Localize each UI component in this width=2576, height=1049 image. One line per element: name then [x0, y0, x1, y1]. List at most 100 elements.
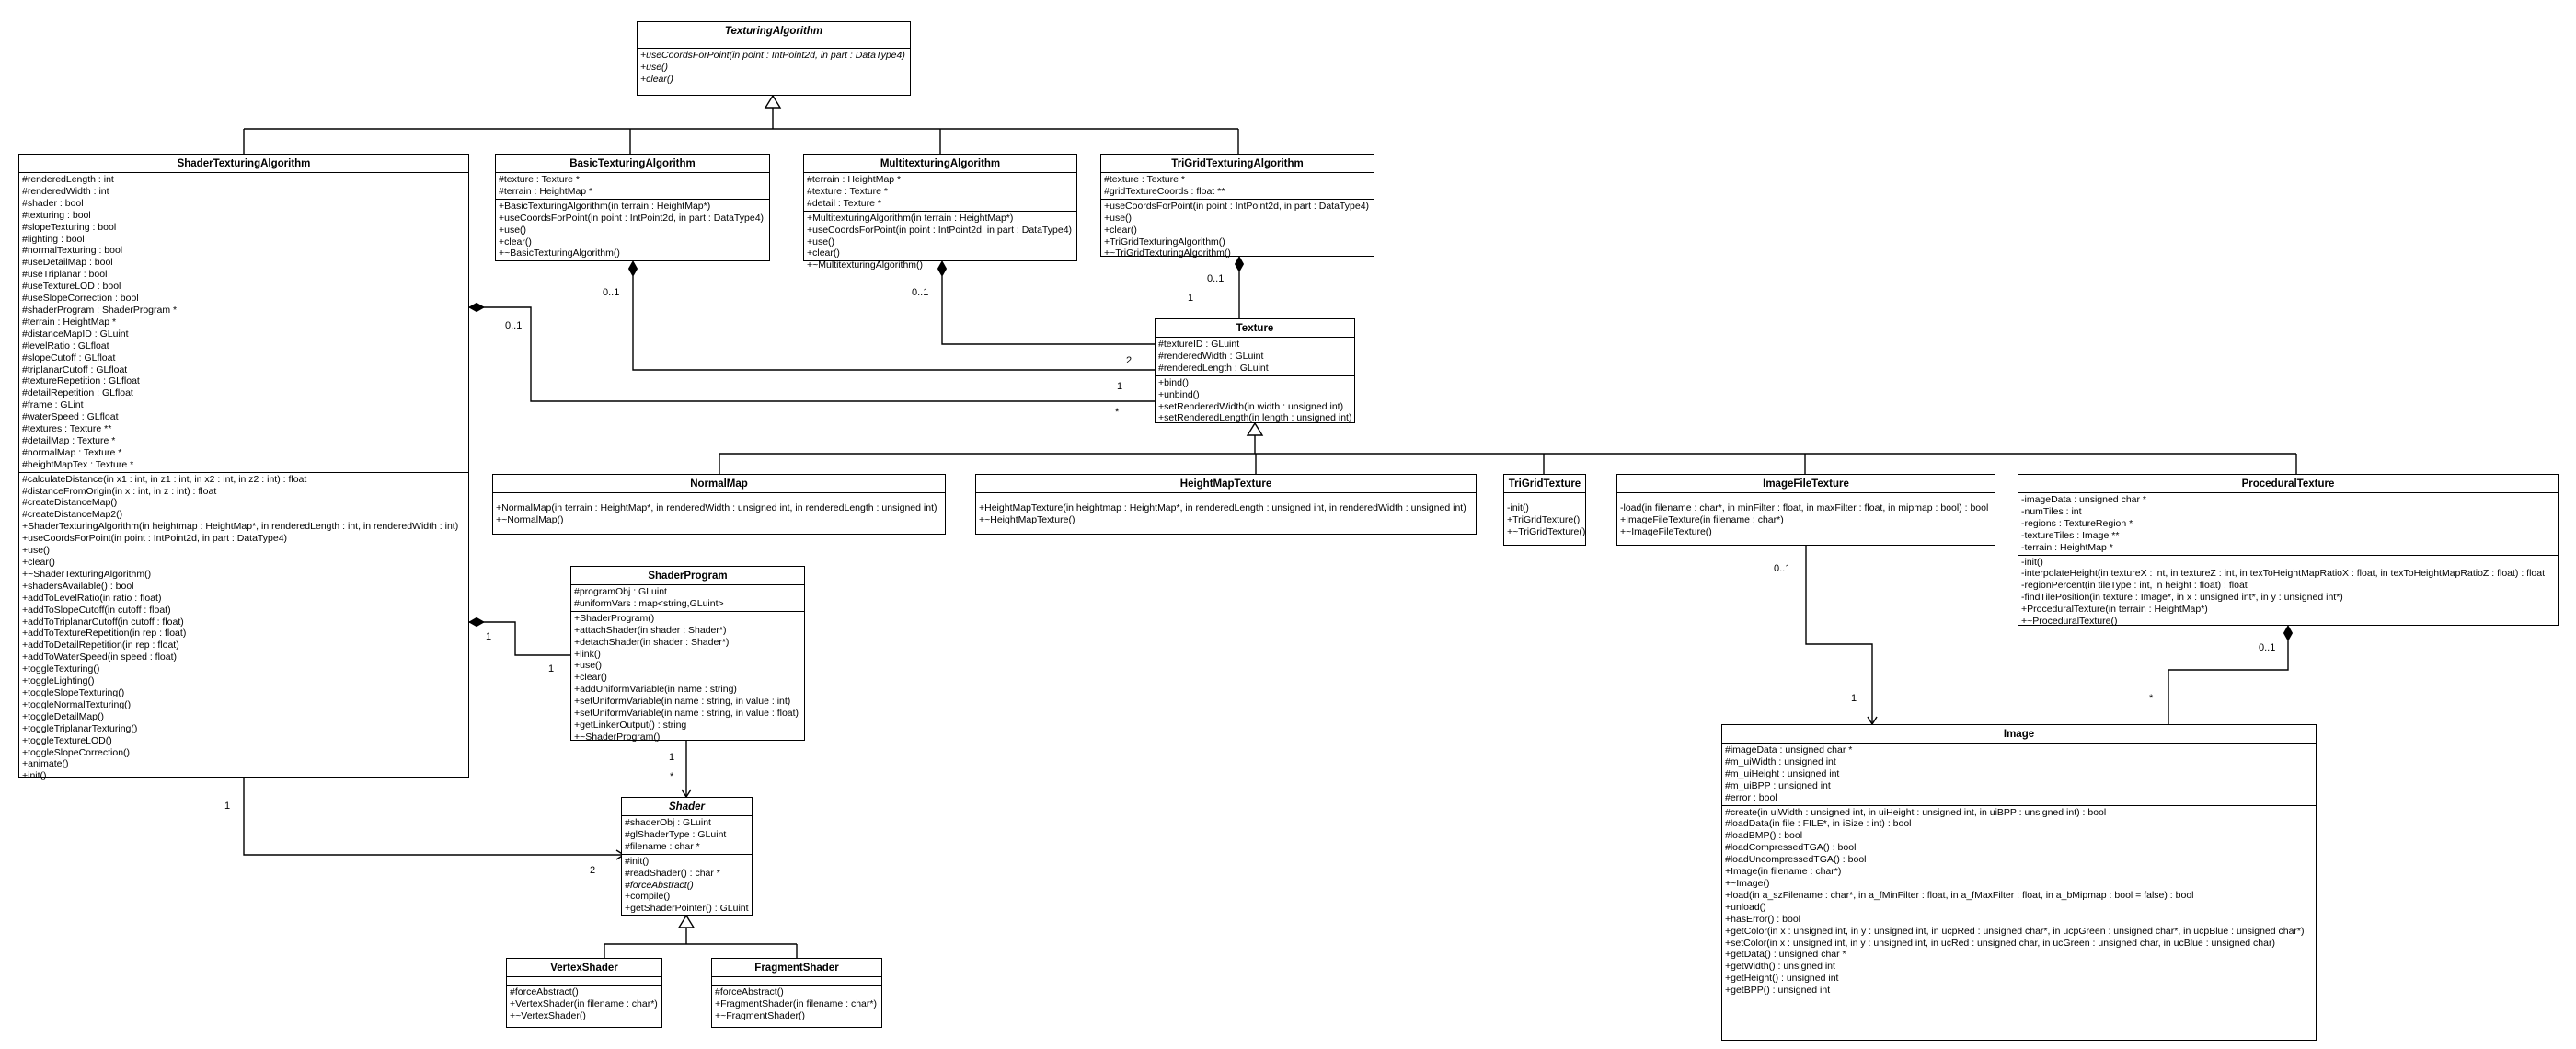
- operation: +use(): [499, 224, 527, 236]
- attribute: #waterSpeed : GLfloat: [22, 411, 119, 423]
- multiplicity-imagefiletexture-image: 0..1: [1774, 563, 1791, 574]
- class-shader-texturing-algorithm: ShaderTexturingAlgorithm#renderedLength …: [18, 154, 469, 781]
- operation: #forceAbstract(): [510, 986, 579, 997]
- operation: #loadUncompressedTGA() : bool: [1725, 854, 1867, 866]
- operations-section: +BasicTexturingAlgorithm(in terrain : He…: [496, 198, 769, 261]
- class-name: FragmentShader: [754, 963, 839, 974]
- multiplicity-proceduraltexture-image: 0..1: [2259, 642, 2276, 653]
- class-trigrid-texture: TriGridTexture-init()+TriGridTexture()+~…: [1503, 474, 1586, 546]
- operation: +addToTextureRepetition(in rep : float): [22, 628, 187, 640]
- operations-section: #init()#readShader() : char *#forceAbstr…: [622, 853, 752, 916]
- attribute: #m_uiBPP : unsigned int: [1725, 779, 1831, 791]
- class-normal-map: NormalMap+NormalMap(in terrain : HeightM…: [492, 474, 946, 535]
- operation: +toggleDetailMap(): [22, 710, 105, 722]
- operation: #create(in uiWidth : unsigned int, in ui…: [1725, 806, 2107, 818]
- operation: +use(): [1104, 212, 1133, 224]
- multiplicity-sta-shader: 1: [224, 801, 231, 812]
- operations-section: +HeightMapTexture(in heightmap : HeightM…: [976, 501, 1476, 527]
- attribute: -imageData : unsigned char *: [2021, 494, 2146, 505]
- attribute: #useSlopeCorrection : bool: [22, 293, 139, 305]
- operation: -init(): [1507, 502, 1529, 513]
- attribute: -textureTiles : Image **: [2021, 529, 2120, 541]
- multiplicity-image-imagefiletexture: 1: [1851, 693, 1857, 704]
- operation: +ShaderProgram(): [574, 612, 655, 624]
- attributes-section: #renderedLength : int#renderedWidth : in…: [19, 172, 468, 472]
- attribute: #frame : GLint: [22, 399, 84, 411]
- operation: -interpolateHeight(in textureX : int, in…: [2021, 568, 2546, 580]
- operation: +~Image(): [1725, 877, 1770, 889]
- attribute: #lighting : bool: [22, 233, 85, 245]
- attribute: #detail : Texture *: [807, 197, 881, 209]
- operation: +getHeight() : unsigned int: [1725, 973, 1839, 985]
- operations-section: +ShaderProgram()+attachShader(in shader …: [571, 610, 804, 744]
- operation: +addUniformVariable(in name : string): [574, 684, 737, 696]
- operation: +useCoordsForPoint(in point : IntPoint2d…: [22, 533, 288, 545]
- operations-section: -init()-interpolateHeight(in textureX : …: [2018, 554, 2558, 628]
- operation: +~NormalMap(): [496, 513, 564, 525]
- operation: +~ImageFileTexture(): [1620, 525, 1712, 537]
- class-fragment-shader: FragmentShader #forceAbstract()+FragmentS…: [711, 958, 882, 1028]
- operation: +use(): [22, 545, 51, 557]
- attribute: #detailRepetition : GLfloat: [22, 387, 133, 399]
- operations-section: -load(in filename : char*, in minFilter …: [1617, 501, 1995, 539]
- multiplicity-shader-shaderprogram: *: [670, 771, 674, 782]
- multiplicity-multi-texture: 0..1: [912, 287, 929, 298]
- operation: +attachShader(in shader : Shader*): [574, 624, 727, 636]
- operation: +init(): [22, 770, 47, 782]
- operation: +link(): [574, 648, 601, 660]
- attributes-section: #imageData : unsigned char *#m_uiWidth :…: [1722, 743, 2316, 805]
- attribute: #useTextureLOD : bool: [22, 281, 121, 293]
- attribute: #renderedWidth : int: [22, 185, 109, 197]
- operation: +toggleTextureLOD(): [22, 734, 112, 746]
- attribute: -numTiles : int: [2021, 505, 2082, 517]
- attribute: #slopeTexturing : bool: [22, 221, 117, 233]
- operation: +clear(): [807, 248, 840, 259]
- attribute: #texture : Texture *: [1104, 174, 1185, 185]
- attribute: #gridTextureCoords : float **: [1104, 185, 1225, 197]
- class-name: ShaderProgram: [648, 571, 728, 582]
- class-multitexturing-algorithm: MultitexturingAlgorithm#terrain : Height…: [803, 154, 1077, 271]
- attributes-section: [1504, 492, 1585, 501]
- operations-section: +useCoordsForPoint(in point : IntPoint2d…: [1101, 198, 1374, 261]
- operations-section: #forceAbstract()+FragmentShader(in filen…: [712, 985, 881, 1023]
- operation: +useCoordsForPoint(in point : IntPoint2d…: [499, 212, 765, 224]
- attribute: #programObj : GLuint: [574, 586, 667, 597]
- attribute: #error : bool: [1725, 791, 1777, 803]
- operation: -load(in filename : char*, in minFilter …: [1620, 502, 1989, 513]
- attribute: #levelRatio : GLfloat: [22, 340, 109, 352]
- attributes-section: #texture : Texture *#gridTextureCoords :…: [1101, 172, 1374, 199]
- operations-section: #calculateDistance(in x1 : int, in z1 : …: [19, 471, 468, 784]
- operation: +toggleSlopeTexturing(): [22, 686, 125, 698]
- operations-section: #forceAbstract()+VertexShader(in filenam…: [507, 985, 661, 1023]
- operation: +ShaderTexturingAlgorithm(in heightmap :…: [22, 521, 459, 533]
- attribute: #textures : Texture **: [22, 423, 112, 435]
- operation: +~ShaderProgram(): [574, 731, 661, 743]
- attributes-section: [1617, 492, 1995, 501]
- operation: +unload(): [1725, 901, 1766, 913]
- operation: +VertexShader(in filename : char*): [510, 997, 658, 1009]
- operation: +~ShaderTexturingAlgorithm(): [22, 568, 152, 580]
- class-name: TriGridTexturingAlgorithm: [1171, 158, 1304, 169]
- class-name: VertexShader: [550, 963, 618, 974]
- attribute: #textureID : GLuint: [1158, 339, 1240, 350]
- operation: +~TriGridTexturingAlgorithm(): [1104, 248, 1231, 259]
- operation: +toggleNormalTexturing(): [22, 698, 132, 710]
- operation: +hasError() : bool: [1725, 913, 1800, 925]
- class-name: ProceduralTexture: [2241, 478, 2335, 490]
- operation: +~HeightMapTexture(): [979, 513, 1075, 525]
- operation: #readShader() : char *: [625, 867, 720, 879]
- attribute: #terrain : HeightMap *: [807, 174, 902, 185]
- attributes-section: #terrain : HeightMap *#texture : Texture…: [804, 172, 1076, 211]
- multiplicity-texture-trigrid: 1: [1188, 293, 1194, 304]
- operation: +addToDetailRepetition(in rep : float): [22, 640, 179, 651]
- attribute: #normalMap : Texture *: [22, 446, 122, 458]
- operation: +getData() : unsigned char *: [1725, 949, 1846, 961]
- attribute: #triplanarCutoff : GLfloat: [22, 363, 128, 375]
- operation: #forceAbstract(): [715, 986, 784, 997]
- operation: +getShaderPointer() : GLuint: [625, 903, 749, 915]
- attribute: #texturing : bool: [22, 209, 91, 221]
- class-name: HeightMapTexture: [1179, 478, 1272, 490]
- operation: +load(in a_szFilename : char*, in a_fMin…: [1725, 889, 2194, 901]
- operation: -findTilePosition(in texture : Image*, i…: [2021, 592, 2343, 604]
- attribute: #renderedWidth : GLuint: [1158, 350, 1264, 362]
